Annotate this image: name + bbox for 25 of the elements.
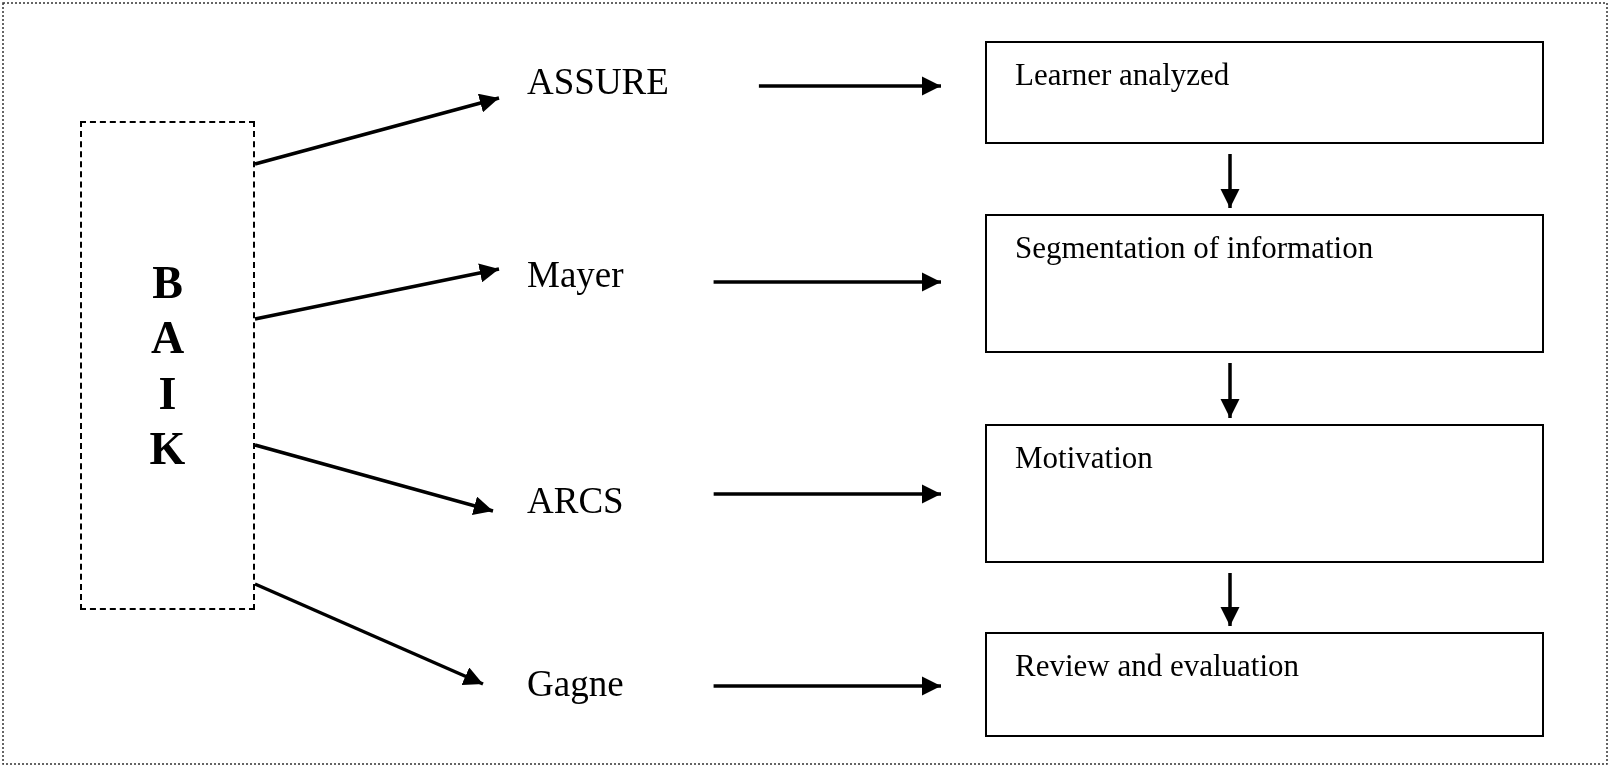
model-label: Gagne bbox=[527, 662, 624, 705]
arrow bbox=[1220, 363, 1240, 418]
box-label: Motivation bbox=[1015, 440, 1153, 475]
arrow bbox=[1220, 573, 1240, 626]
process-box bbox=[985, 424, 1544, 563]
arrow bbox=[758, 76, 941, 96]
arrow bbox=[1220, 154, 1240, 208]
box-label: Segmentation of information bbox=[1015, 230, 1374, 265]
box-label: Review and evaluation bbox=[1015, 648, 1300, 683]
arrow bbox=[713, 272, 941, 292]
arrow bbox=[713, 484, 941, 504]
model-label: ARCS bbox=[527, 479, 624, 522]
arrow bbox=[713, 676, 941, 696]
process-box bbox=[985, 214, 1544, 353]
dashed-box bbox=[80, 121, 255, 610]
process-box bbox=[985, 632, 1544, 737]
box-label: Learner analyzed bbox=[1015, 57, 1230, 92]
arrow bbox=[254, 443, 494, 516]
model-label: Mayer bbox=[527, 253, 624, 296]
vertical-title: B A I K bbox=[148, 256, 187, 476]
arrow bbox=[254, 263, 500, 321]
arrow bbox=[254, 93, 500, 166]
process-box bbox=[985, 41, 1544, 144]
arrow bbox=[254, 582, 484, 686]
model-label: ASSURE bbox=[527, 60, 669, 103]
